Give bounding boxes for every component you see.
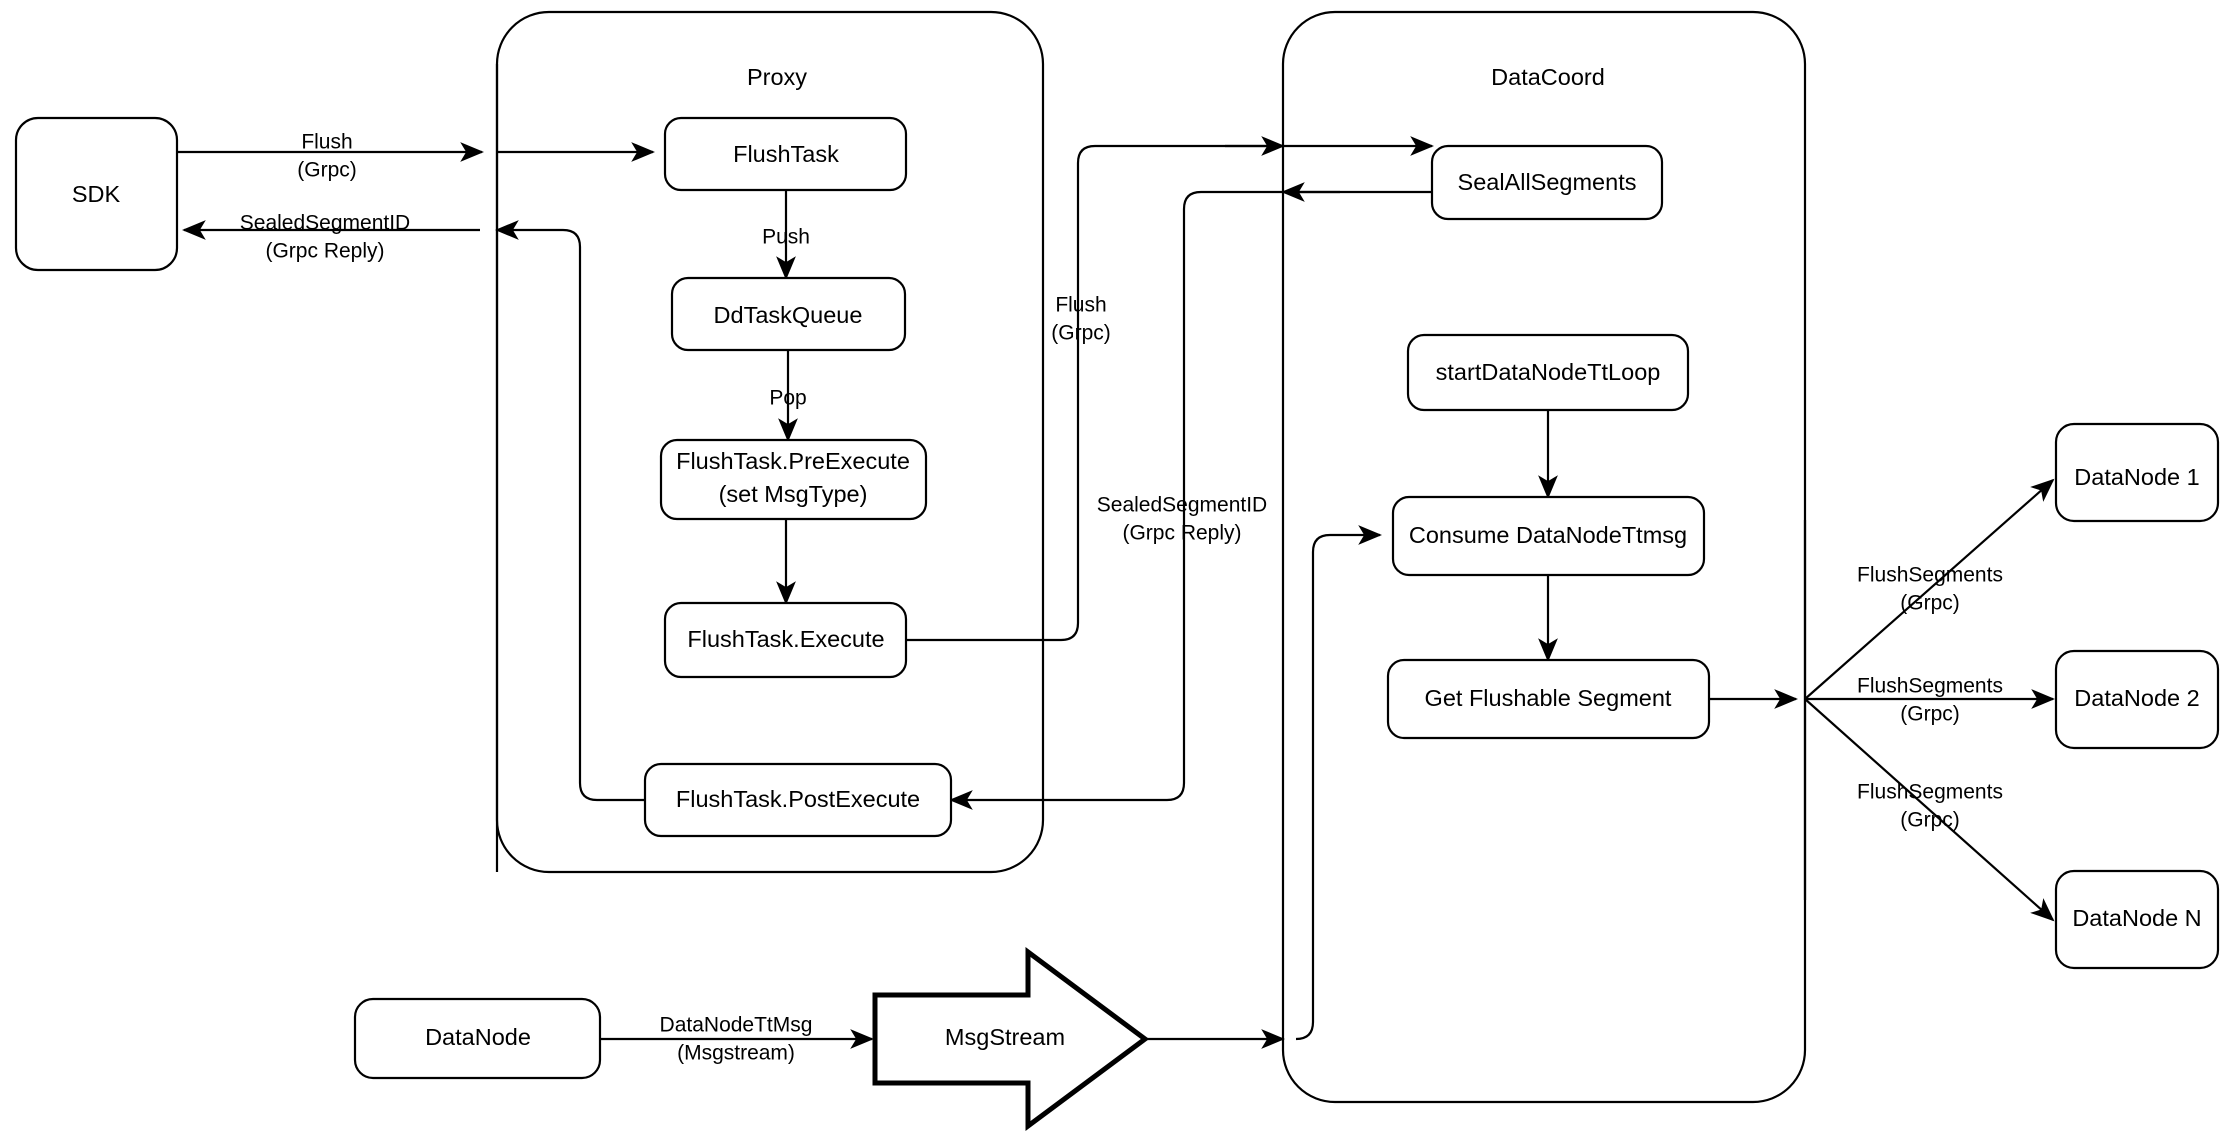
node-sdk[interactable]: SDK xyxy=(14,116,179,272)
node-msgstream-label: MsgStream xyxy=(945,1024,1065,1050)
edge-label-proxy-reply-line1: SealedSegmentID xyxy=(1097,494,1267,517)
edge-hub-to-datanode1 xyxy=(1804,478,2055,700)
node-datanode-source-box[interactable] xyxy=(353,997,602,1080)
node-consume-datanodettmsg[interactable]: Consume DataNodeTtmsg xyxy=(1391,495,1706,577)
edge-label-flushsegments-1-line1: FlushSegments xyxy=(1857,564,2003,587)
edge-label-flushsegments-n-line2: (Grpc) xyxy=(1900,809,1960,832)
node-flushtask-postexecute-label: FlushTask.PostExecute xyxy=(676,786,920,812)
node-flushtask-preexecute-label-line1: FlushTask.PreExecute xyxy=(676,448,910,474)
node-ddtaskqueue-label: DdTaskQueue xyxy=(714,302,863,328)
edge-label-sdk-flush-line2: (Grpc) xyxy=(297,159,357,182)
node-flushtask-postexecute[interactable]: FlushTask.PostExecute xyxy=(643,762,953,838)
node-get-flushable-segment[interactable]: Get Flushable Segment xyxy=(1386,658,1711,740)
node-flushtask[interactable]: FlushTask xyxy=(663,116,908,192)
node-flushtask-execute[interactable]: FlushTask.Execute xyxy=(663,601,908,679)
edge-hub-to-datanoden xyxy=(1804,698,2055,922)
node-flushtask-preexecute-label-line2: (set MsgType) xyxy=(719,481,868,507)
edge-label-proxy-flush-line2: (Grpc) xyxy=(1051,322,1111,345)
edge-label-push: Push xyxy=(762,226,810,249)
node-datanode-1-label: DataNode 1 xyxy=(2074,464,2199,490)
node-datanode-n-label: DataNode N xyxy=(2072,905,2201,931)
edge-label-proxy-flush-line1: Flush xyxy=(1055,294,1106,317)
node-datanode-2[interactable]: DataNode 2 xyxy=(2054,649,2220,750)
node-flushtask-preexecute-box[interactable] xyxy=(659,438,928,521)
node-datanode-source-label: DataNode xyxy=(425,1024,531,1050)
edge-label-flushsegments-2-line1: FlushSegments xyxy=(1857,675,2003,698)
node-flushtask-execute-box[interactable] xyxy=(663,601,908,679)
edge-label-flushsegments-n-line1: FlushSegments xyxy=(1857,781,2003,804)
node-sdk-label: SDK xyxy=(72,181,121,207)
node-flushtask-execute-label: FlushTask.Execute xyxy=(687,626,884,652)
node-datanode-2-label: DataNode 2 xyxy=(2074,685,2199,711)
edge-execute-to-sealallsegments xyxy=(906,136,1434,642)
node-startdatanodettloop-label: startDataNodeTtLoop xyxy=(1436,359,1661,385)
node-flushtask-label: FlushTask xyxy=(733,141,839,167)
edge-sealallsegments-to-postexecute xyxy=(949,190,1432,810)
edge-datacoord-to-consumettmsg xyxy=(1295,525,1382,1041)
node-consume-datanodettmsg-box[interactable] xyxy=(1391,495,1706,577)
edge-label-flushsegments-2-line2: (Grpc) xyxy=(1900,703,1960,726)
node-sealallsegments[interactable]: SealAllSegments xyxy=(1430,144,1664,221)
edge-label-proxy-reply-line2: (Grpc Reply) xyxy=(1122,522,1241,545)
node-ddtaskqueue-box[interactable] xyxy=(670,276,907,352)
group-datacoord-label: DataCoord xyxy=(1491,64,1605,90)
edge-label-sdk-reply-line2: (Grpc Reply) xyxy=(265,240,384,263)
edge-label-datanodettmsg-line2: (Msgstream) xyxy=(677,1042,795,1065)
node-datanode-1[interactable]: DataNode 1 xyxy=(2054,422,2220,523)
edge-label-flushsegments-1-line2: (Grpc) xyxy=(1900,592,1960,615)
node-sealallsegments-label: SealAllSegments xyxy=(1458,169,1637,195)
edge-postexecute-to-replybus xyxy=(495,220,645,802)
node-datanode-n-box[interactable] xyxy=(2054,869,2220,970)
node-flushtask-box[interactable] xyxy=(663,116,908,192)
node-consume-datanodettmsg-label: Consume DataNodeTtmsg xyxy=(1409,522,1687,548)
edge-label-datanodettmsg-line1: DataNodeTtMsg xyxy=(660,1014,813,1037)
edge-label-sdk-reply-line1: SealedSegmentID xyxy=(240,212,410,235)
node-get-flushable-segment-box[interactable] xyxy=(1386,658,1711,740)
node-datanode-n[interactable]: DataNode N xyxy=(2054,869,2220,970)
node-datanode-1-box[interactable] xyxy=(2054,422,2220,523)
node-datanode-2-box[interactable] xyxy=(2054,649,2220,750)
node-msgstream-shape[interactable] xyxy=(872,947,1150,1131)
node-flushtask-preexecute[interactable]: FlushTask.PreExecute (set MsgType) xyxy=(659,438,928,521)
node-ddtaskqueue[interactable]: DdTaskQueue xyxy=(670,276,907,352)
node-startdatanodettloop[interactable]: startDataNodeTtLoop xyxy=(1406,333,1690,412)
edge-label-sdk-flush-line1: Flush xyxy=(301,131,352,154)
group-proxy-label: Proxy xyxy=(747,64,807,90)
node-flushtask-postexecute-box[interactable] xyxy=(643,762,953,838)
edge-label-pop: Pop xyxy=(769,387,806,410)
node-sdk-box[interactable] xyxy=(14,116,179,272)
node-get-flushable-segment-label: Get Flushable Segment xyxy=(1425,685,1672,711)
node-sealallsegments-box[interactable] xyxy=(1430,144,1664,221)
node-startdatanodettloop-box[interactable] xyxy=(1406,333,1690,412)
node-datanode-source[interactable]: DataNode xyxy=(353,997,602,1080)
node-msgstream[interactable]: MsgStream xyxy=(872,947,1150,1131)
